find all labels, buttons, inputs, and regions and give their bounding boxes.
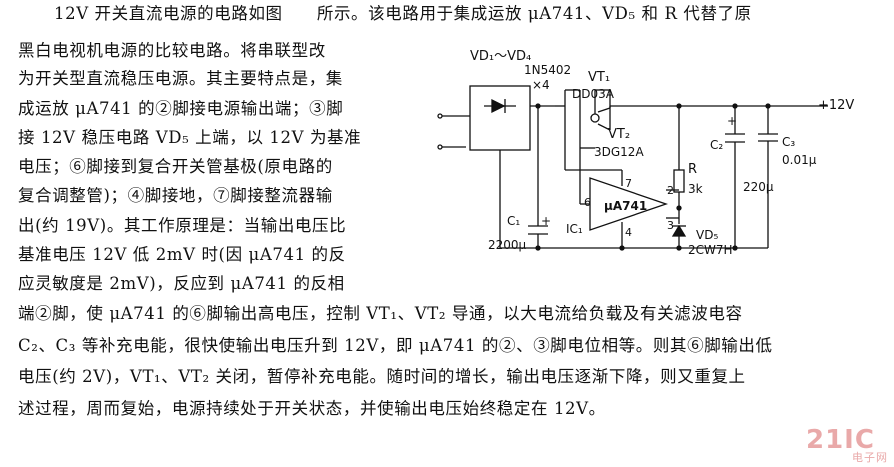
label-vt1: VT₁: [588, 70, 611, 85]
label-c3: C₃: [782, 135, 796, 149]
text-line-3: 为开关型直流稳压电源。其主要特点是，集: [18, 69, 343, 88]
label-c1-value: 2200μ: [488, 238, 527, 252]
text-line-8: 出(约 19V)。其工作原理是：当输出电压比: [18, 216, 347, 235]
label-2cw7h: 2CW7H: [688, 243, 733, 257]
label-1n5402: 1N5402: [524, 63, 572, 77]
label-ua741: μA741: [604, 199, 648, 213]
label-ic1: IC₁: [566, 222, 583, 236]
label-r-value: 3k: [688, 182, 703, 196]
label-c1: C₁: [507, 214, 521, 228]
text-line-6: 电压；⑥脚接到复合开关管基极(原电路的: [18, 157, 333, 176]
text-line-11: 端②脚，使 μA741 的⑥脚输出高电压，控制 VT₁、VT₂ 导通，以大电流给…: [18, 304, 743, 323]
watermark-text: 21IC: [806, 425, 875, 455]
text-line-2: 黑白电视机电源的比较电路。将串联型改: [18, 41, 326, 60]
terminal-2: [437, 144, 443, 150]
bridge-rectifier: [469, 85, 531, 151]
label-c3-value: 0.01μ: [782, 153, 817, 167]
label-pin-2: 2: [667, 184, 674, 197]
label-vd5: VD₅: [696, 228, 719, 242]
label-vd1-vd4: VD₁～VD₄: [470, 49, 532, 64]
terminal-1: [437, 113, 443, 119]
text-line-5: 接 12V 稳压电路 VD₅ 上端，以 12V 为基准: [18, 128, 362, 147]
text-line-7: 复合调整管)；④脚接地，⑦脚接整流器输: [18, 186, 333, 205]
text-line-4: 成运放 μA741 的②脚接电源输出端；③脚: [18, 99, 344, 118]
text-line-10: 应灵敏度是 2mV)，反应到 μA741 的反相: [18, 274, 345, 293]
label-x4: ×4: [532, 78, 550, 92]
label-pin-7: 7: [625, 177, 632, 190]
label-c2-plus: +: [727, 114, 738, 128]
label-output: +12V: [818, 98, 855, 113]
label-3dg12a: 3DG12A: [594, 145, 644, 159]
label-pin-3: 3: [667, 219, 674, 232]
label-c2: C₂: [710, 138, 724, 152]
label-vt2: VT₂: [608, 127, 631, 142]
text-line-1: 12V 开关直流电源的电路如图 所示。该电路用于集成运放 μA741、VD₅ 和…: [54, 4, 752, 23]
text-line-14: 述过程，周而复始，电源持续处于开关状态，并使输出电压始终稳定在 12V。: [18, 399, 606, 418]
label-pin-4: 4: [625, 226, 632, 239]
label-c1-plus: +: [541, 214, 552, 228]
watermark-logo: 21IC 电子网: [806, 425, 888, 465]
circuit-diagram: [437, 85, 828, 251]
label-r: R: [688, 162, 698, 177]
label-pin-6: 6: [584, 196, 591, 209]
label-dd03a: DD03A: [572, 87, 614, 101]
label-c2-value: 220μ: [743, 180, 774, 194]
text-line-12: C₂、C₃ 等补充电能，很快使输出电压升到 12V，即 μA741 的②、③脚电…: [18, 336, 773, 355]
text-line-13: 电压(约 2V)，VT₁、VT₂ 关闭，暂停补充电能。随时间的增长，输出电压逐渐…: [18, 367, 746, 386]
watermark-sub: 电子网: [852, 451, 888, 464]
text-line-9: 基准电压 12V 低 2mV 时(因 μA741 的反: [18, 245, 346, 264]
